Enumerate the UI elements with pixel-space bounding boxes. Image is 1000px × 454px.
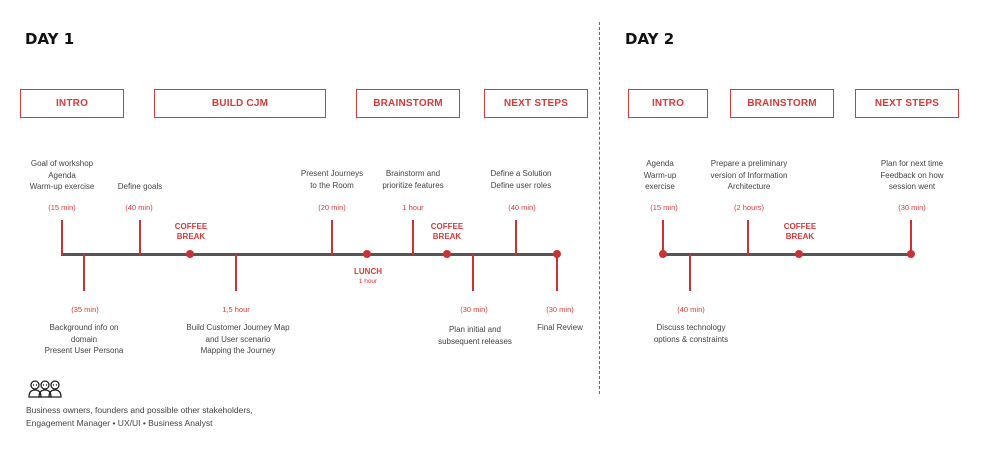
start-marker bbox=[659, 250, 667, 258]
milestone-tick bbox=[83, 254, 85, 291]
duration-ia: (2 hours) bbox=[733, 203, 764, 212]
activity-background-info: Background info on domain Present User P… bbox=[44, 323, 124, 355]
duration-brainstorm: 1 hour bbox=[402, 203, 424, 212]
coffee-break-marker bbox=[443, 250, 451, 258]
day-divider bbox=[599, 22, 600, 394]
coffee-break-label: COFFEE BREAK bbox=[430, 222, 464, 241]
duration-present-journeys: (20 min) bbox=[318, 203, 346, 212]
phase-brainstorm: BRAINSTORM bbox=[356, 89, 460, 118]
day1-title: DAY 1 bbox=[25, 30, 75, 48]
milestone-tick bbox=[331, 220, 333, 255]
duration-final-review: (30 min) bbox=[546, 305, 574, 314]
milestone-tick bbox=[747, 220, 749, 255]
coffee-break-marker bbox=[186, 250, 194, 258]
duration-discuss-tech: (40 min) bbox=[677, 305, 705, 314]
milestone-tick bbox=[61, 220, 63, 255]
duration-define-goals: (40 min) bbox=[125, 203, 153, 212]
activity-plan-next-time: Plan for next time Feedback on how sessi… bbox=[880, 159, 944, 191]
duration-plan-next: (30 min) bbox=[898, 203, 926, 212]
activity-goal-of-workshop: Goal of workshop Agenda Warm-up exercise bbox=[29, 159, 95, 191]
day1-timeline bbox=[61, 253, 557, 256]
activity-present-journeys: Present Journeys to the Room bbox=[300, 169, 364, 190]
milestone-tick bbox=[139, 220, 141, 255]
activity-information-architecture: Prepare a preliminary version of Informa… bbox=[710, 159, 788, 191]
phase-next-steps: NEXT STEPS bbox=[484, 89, 588, 118]
coffee-break-label: COFFEE BREAK bbox=[174, 222, 208, 241]
phase-brainstorm: BRAINSTORM bbox=[730, 89, 834, 118]
milestone-tick bbox=[689, 254, 691, 291]
milestone-tick bbox=[515, 220, 517, 255]
attendees-text: Business owners, founders and possible o… bbox=[26, 405, 253, 428]
activity-final-review: Final Review bbox=[537, 323, 583, 332]
activity-build-cjm: Build Customer Journey Map and User scen… bbox=[186, 323, 290, 355]
duration-plan-releases: (30 min) bbox=[460, 305, 488, 314]
lunch-marker bbox=[363, 250, 371, 258]
milestone-tick bbox=[662, 220, 664, 255]
lunch-label: LUNCH bbox=[354, 267, 382, 276]
milestone-tick bbox=[910, 220, 912, 255]
phase-intro: INTRO bbox=[20, 89, 124, 118]
duration-agenda: (15 min) bbox=[650, 203, 678, 212]
milestone-tick bbox=[472, 254, 474, 291]
milestone-tick bbox=[556, 254, 558, 291]
day2-title: DAY 2 bbox=[625, 30, 675, 48]
duration-build-cjm: 1,5 hour bbox=[222, 305, 250, 314]
duration-define-solution: (40 min) bbox=[508, 203, 536, 212]
activity-define-solution: Define a Solution Define user roles bbox=[490, 169, 552, 190]
milestone-tick bbox=[235, 254, 237, 291]
final-review-marker bbox=[553, 250, 561, 258]
coffee-break-marker bbox=[795, 250, 803, 258]
milestone-tick bbox=[412, 220, 414, 255]
day2-timeline bbox=[663, 253, 912, 256]
phase-next-steps: NEXT STEPS bbox=[855, 89, 959, 118]
coffee-break-label: COFFEE BREAK bbox=[783, 222, 817, 241]
lunch-duration: 1 hour bbox=[358, 278, 378, 285]
people-group-icon bbox=[28, 379, 62, 404]
phase-build-cjm: BUILD CJM bbox=[154, 89, 326, 118]
activity-brainstorm-prioritize: Brainstorm and prioritize features bbox=[382, 169, 444, 190]
activity-discuss-tech: Discuss technology options & constraints bbox=[653, 323, 729, 344]
duration-background-info: (35 min) bbox=[71, 305, 99, 314]
duration-intro: (15 min) bbox=[48, 203, 76, 212]
activity-agenda-warmup: Agenda Warm-up exercise bbox=[643, 159, 677, 191]
activity-define-goals: Define goals bbox=[117, 182, 163, 191]
phase-intro: INTRO bbox=[628, 89, 708, 118]
end-marker bbox=[907, 250, 915, 258]
activity-plan-releases: Plan initial and subsequent releases bbox=[438, 325, 512, 346]
